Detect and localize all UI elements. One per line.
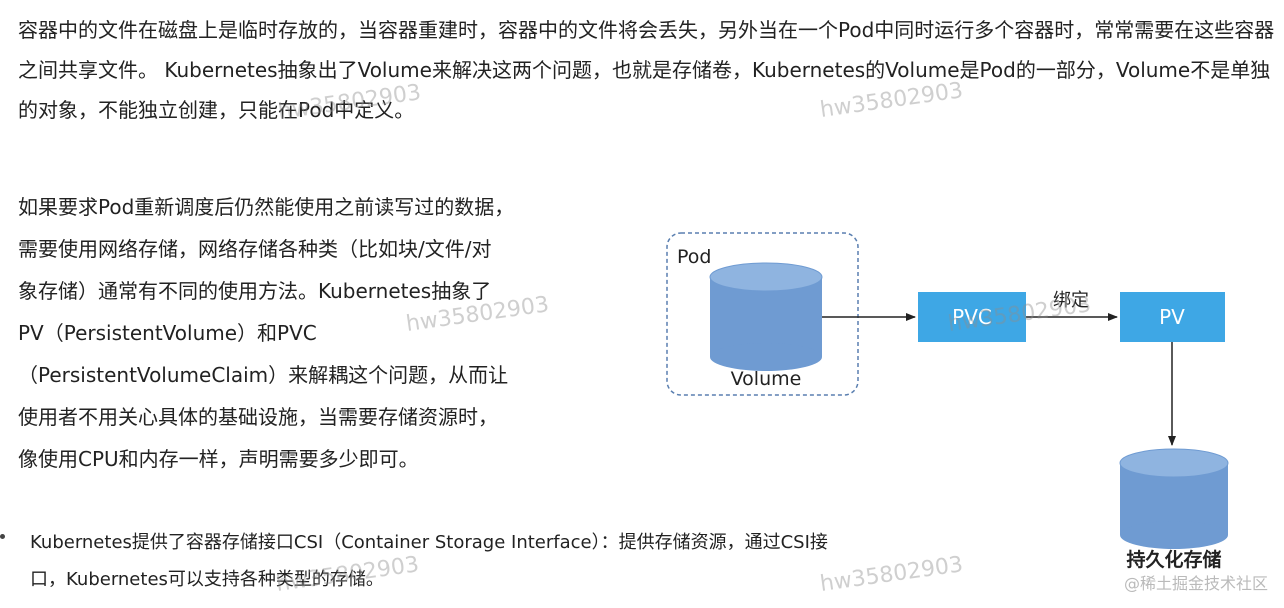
persistent-storage-cylinder-icon [1119,448,1229,549]
volume-label: Volume [731,368,802,390]
pod-box [666,232,859,396]
paragraph-line: PV（PersistentVolume）和PVC [18,321,317,345]
storage-label: 持久化存储 [1126,548,1221,570]
intro-paragraph: 容器中的文件在磁盘上是临时存放的，当容器重建时，容器中的文件将会丢失，另外当在一… [18,18,1275,122]
storage-diagram: Pod Volume PVC 绑定 PV 持久化存储 [666,232,1229,570]
paragraph-line: 如果要求Pod重新调度后仍然能使用之前读写过的数据， [18,195,515,219]
paragraph-line: 像使用CPU和内存一样，声明需要多少即可。 [18,447,419,471]
bullet-icon [0,534,5,539]
pod-label: Pod [677,246,711,268]
bullet-line: Kubernetes提供了容器存储接口CSI（Container Storage… [30,532,828,553]
paragraph-line: （PersistentVolumeClaim）来解耦这个问题，从而让 [18,363,509,387]
volume-cylinder-icon [709,262,823,371]
site-watermark: @稀土掘金技术社区 [1123,574,1268,593]
pv-label: PV [1159,305,1185,329]
paragraph-line: 象存储）通常有不同的使用方法。Kubernetes抽象了 [18,279,492,303]
bind-label: 绑定 [1053,290,1089,311]
csi-bullet: Kubernetes提供了容器存储接口CSI（Container Storage… [30,524,930,598]
pv-box [1120,292,1225,342]
pvc-label: PVC [952,305,992,329]
paragraph-line: 使用者不用关心具体的基础设施，当需要存储资源时， [18,405,498,429]
pvc-box [918,292,1026,342]
pv-pvc-paragraph: 如果要求Pod重新调度后仍然能使用之前读写过的数据， 需要使用网络存储，网络存储… [18,186,598,480]
paragraph-line: 需要使用网络存储，网络存储各种类（比如块/文件/对 [18,237,492,261]
bullet-line: 口，Kubernetes可以支持各种类型的存储。 [30,569,384,590]
